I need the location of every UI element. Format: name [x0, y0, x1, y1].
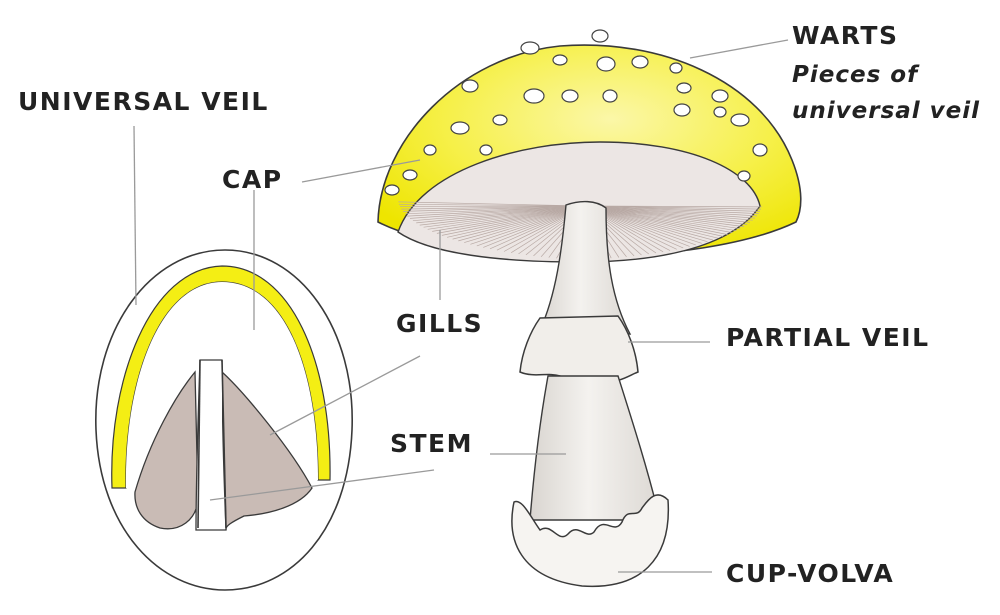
gill-line	[585, 205, 762, 210]
wart	[713, 106, 727, 118]
wart	[602, 89, 618, 103]
gill-line	[416, 205, 587, 224]
label-cup-volva: CUP-VOLVA	[726, 559, 894, 588]
gill-line	[399, 205, 587, 208]
wart	[561, 89, 579, 103]
wart	[737, 170, 751, 182]
gill-line	[585, 205, 733, 233]
partial-veil-ring	[519, 315, 639, 382]
gill-line	[412, 205, 587, 222]
wart	[552, 54, 568, 66]
wart	[631, 55, 649, 69]
mature-mushroom	[377, 29, 802, 588]
wart	[596, 56, 616, 72]
gill-line	[585, 205, 762, 208]
gill-line	[585, 205, 751, 223]
label-stem: STEM	[390, 429, 473, 458]
warts-group	[384, 29, 768, 196]
gill-line	[585, 205, 741, 230]
wart	[730, 113, 750, 127]
stem-upper	[538, 200, 632, 335]
label-warts: WARTS	[792, 21, 899, 50]
label-partial-veil: PARTIAL VEIL	[726, 323, 930, 352]
gill-line	[585, 205, 713, 241]
label-warts-note-1: Pieces of	[792, 62, 920, 88]
gill-line	[436, 205, 587, 234]
egg-gills-right	[221, 370, 313, 531]
label-universal-veil: UNIVERSAL VEIL	[18, 87, 269, 116]
gill-line	[407, 205, 587, 217]
gill-line	[585, 205, 744, 227]
label-warts-note-2: universal veil	[792, 98, 980, 124]
wart	[450, 121, 470, 135]
wart	[461, 79, 479, 93]
leader-lines	[133, 39, 789, 573]
wart	[676, 82, 692, 94]
gill-line	[585, 205, 737, 232]
gill-lines	[398, 201, 762, 261]
label-cap: CAP	[222, 165, 283, 194]
gill-line	[585, 205, 761, 212]
wart	[402, 169, 418, 181]
wart	[423, 144, 437, 156]
gill-line	[409, 205, 587, 219]
egg-cross-section	[95, 249, 353, 591]
wart	[479, 144, 493, 156]
gill-line	[398, 203, 587, 207]
label-gills: GILLS	[396, 309, 483, 338]
wart	[752, 143, 768, 157]
gill-line	[585, 205, 753, 221]
wart	[669, 62, 683, 74]
wart	[523, 88, 545, 104]
gill-line	[441, 205, 587, 236]
stem-lower	[529, 375, 661, 521]
gill-line	[432, 205, 587, 232]
gill-line	[585, 205, 748, 225]
wart	[591, 29, 609, 43]
gill-line	[404, 205, 587, 215]
gill-line	[398, 201, 587, 207]
gill-line	[585, 205, 724, 237]
gill-line	[585, 205, 728, 235]
gill-line	[419, 205, 587, 226]
gill-line	[427, 205, 587, 230]
gill-line	[585, 205, 719, 239]
gill-line	[585, 205, 756, 219]
wart	[711, 89, 729, 103]
wart	[520, 41, 540, 55]
gill-line	[447, 205, 587, 238]
gill-line	[401, 205, 587, 210]
gill-line	[423, 205, 587, 228]
egg-gills-left	[134, 370, 199, 530]
cup-volva-shape	[511, 494, 670, 588]
gill-line	[402, 205, 587, 212]
gill-line	[585, 205, 758, 217]
gill-line	[585, 205, 759, 214]
wart	[384, 184, 400, 196]
gill-line	[452, 205, 587, 240]
wart	[492, 114, 508, 126]
wart	[673, 103, 691, 117]
